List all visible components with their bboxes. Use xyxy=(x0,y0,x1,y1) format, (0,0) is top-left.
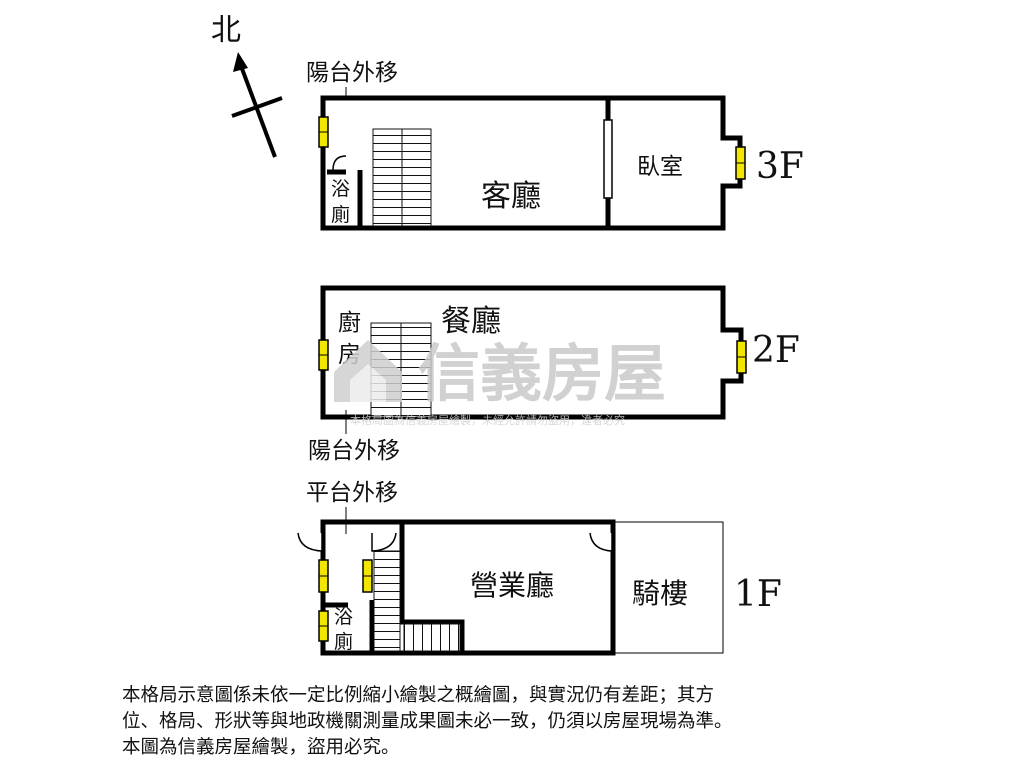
compass-crossbar xyxy=(231,96,283,118)
floor3-living-room-label: 客廳 xyxy=(481,179,541,214)
floor-2f: 廚 房 餐廳 2F 陽台外移 xyxy=(308,285,800,464)
watermark-brand: 信義房屋 xyxy=(418,337,666,410)
floor1-arcade-area xyxy=(612,521,724,654)
compass-north-label: 北 xyxy=(211,13,241,48)
floor1-center-door-icon xyxy=(371,532,397,552)
disclaimer: 本格局示意圖係未依一定比例縮小繪製之概繪圖，與實況仍有差距；其方 位、格局、形狀… xyxy=(122,683,922,761)
disclaimer-line-3: 本圖為信義房屋繪製，盜用必究。 xyxy=(122,737,400,758)
north-arrow-head-icon xyxy=(233,52,248,72)
disclaimer-line-2: 位、格局、形狀等與地政機關測量成果圖未必一致，仍須以房屋現場為準。 xyxy=(122,711,733,732)
floor1-stairs xyxy=(373,550,401,652)
floor1-bath-wall xyxy=(323,600,375,653)
floor2-kitchen-label-top: 廚 xyxy=(338,310,361,336)
floor2-level-label: 2F xyxy=(752,330,800,371)
floor1-arcade-label: 騎樓 xyxy=(632,577,688,610)
floor2-balcony-note: 陽台外移 xyxy=(308,438,400,464)
floor-1f: 平台外移 浴 廁 營業廳 騎樓 1F xyxy=(297,480,782,656)
floor1-business-hall-label: 營業廳 xyxy=(470,569,554,602)
floor1-bath-label-bottom: 廁 xyxy=(334,630,353,653)
floor3-bath-label-bottom: 廁 xyxy=(331,203,350,226)
floor3-balcony-note: 陽台外移 xyxy=(306,60,398,86)
watermark: 信義房屋 本格局圖為信義房屋繪製，未經允許請勿盜用，違者必究 xyxy=(334,337,666,427)
watermark-logo-icon xyxy=(334,340,402,402)
watermark-notice: 本格局圖為信義房屋繪製，未經允許請勿盜用，違者必究 xyxy=(350,413,625,427)
floor2-dining-room-label: 餐廳 xyxy=(441,304,501,339)
floor-3f: 陽台外移 浴 廁 客廳 臥室 3F xyxy=(306,60,804,231)
floor1-level-label: 1F xyxy=(734,574,782,615)
floor3-bedroom-label: 臥室 xyxy=(637,154,683,180)
disclaimer-line-1: 本格局示意圖係未依一定比例縮小繪製之概繪圖，與實況仍有差距；其方 xyxy=(122,685,715,706)
floor1-platform-note: 平台外移 xyxy=(306,480,398,506)
floor1-stairs-lower xyxy=(403,623,461,652)
north-arrow-shaft xyxy=(239,65,277,158)
floor1-outer-wall xyxy=(320,519,616,656)
floor3-level-label: 3F xyxy=(756,146,804,187)
floor3-bath-wall xyxy=(327,169,363,228)
compass: 北 xyxy=(211,13,283,158)
floor1-hall-wall xyxy=(399,522,465,653)
floor1-bath-label-top: 浴 xyxy=(334,606,353,628)
floor1-east-door-icon xyxy=(589,532,613,552)
floor3-bath-door xyxy=(332,155,347,171)
floor1-west-door-icon xyxy=(297,532,323,552)
floor3-bath-label-top: 浴 xyxy=(331,178,350,200)
floor3-sliding-door xyxy=(603,119,613,199)
